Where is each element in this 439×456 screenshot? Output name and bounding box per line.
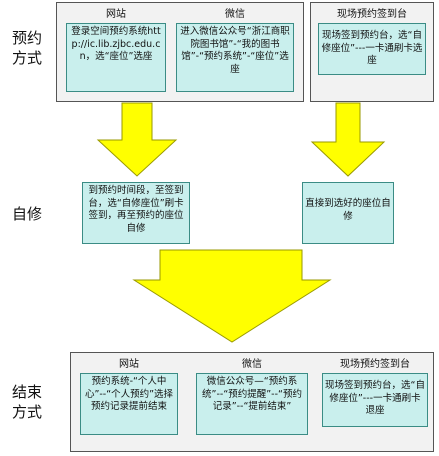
header-booking-wechat: 微信	[225, 9, 245, 20]
header-end-onsite: 现场预约签到台	[340, 359, 410, 370]
header-booking-onsite: 现场预约签到台	[337, 9, 407, 20]
card-booking-website: 登录空间预约系统http://ic.lib.zjbc.edu.cn，选“座位”选…	[66, 23, 166, 92]
header-end-website: 网站	[119, 359, 139, 370]
card-selfstudy-online: 到预约时间段，至签到台，选“自修座位”刷卡签到，再至预约的座位自修	[82, 182, 190, 244]
arrow-booking-to-selfstudy-left	[96, 102, 178, 177]
card-selfstudy-onsite: 直接到选好的座位自修	[302, 182, 394, 244]
card-end-onsite: 现场签到预约台，选“自修座位”---一卡通刷卡退座	[322, 373, 428, 427]
header-end-wechat: 微信	[242, 359, 262, 370]
label-end-method: 结束 方式	[11, 383, 42, 421]
card-end-website: 预约系统-“个人中心”--“个人预约”选择预约记录提前结束	[80, 373, 178, 435]
header-booking-website: 网站	[106, 9, 126, 20]
card-booking-onsite: 现场签到预约台，选“自修座位”---一卡通刷卡选座	[318, 23, 426, 75]
arrow-selfstudy-to-end	[132, 249, 332, 343]
arrow-booking-to-selfstudy-right	[310, 102, 386, 177]
label-self-study: 自修	[11, 205, 42, 223]
card-end-wechat: 微信公众号—“预约系统”--“预约提醒”--“预约记录”--“提前结束”	[196, 373, 308, 435]
card-booking-wechat: 进入微信公众号“浙江商职院图书馆”-“我的图书馆”-“预约系统”-“座位”选座	[176, 23, 294, 92]
label-booking-method: 预约 方式	[11, 29, 42, 67]
